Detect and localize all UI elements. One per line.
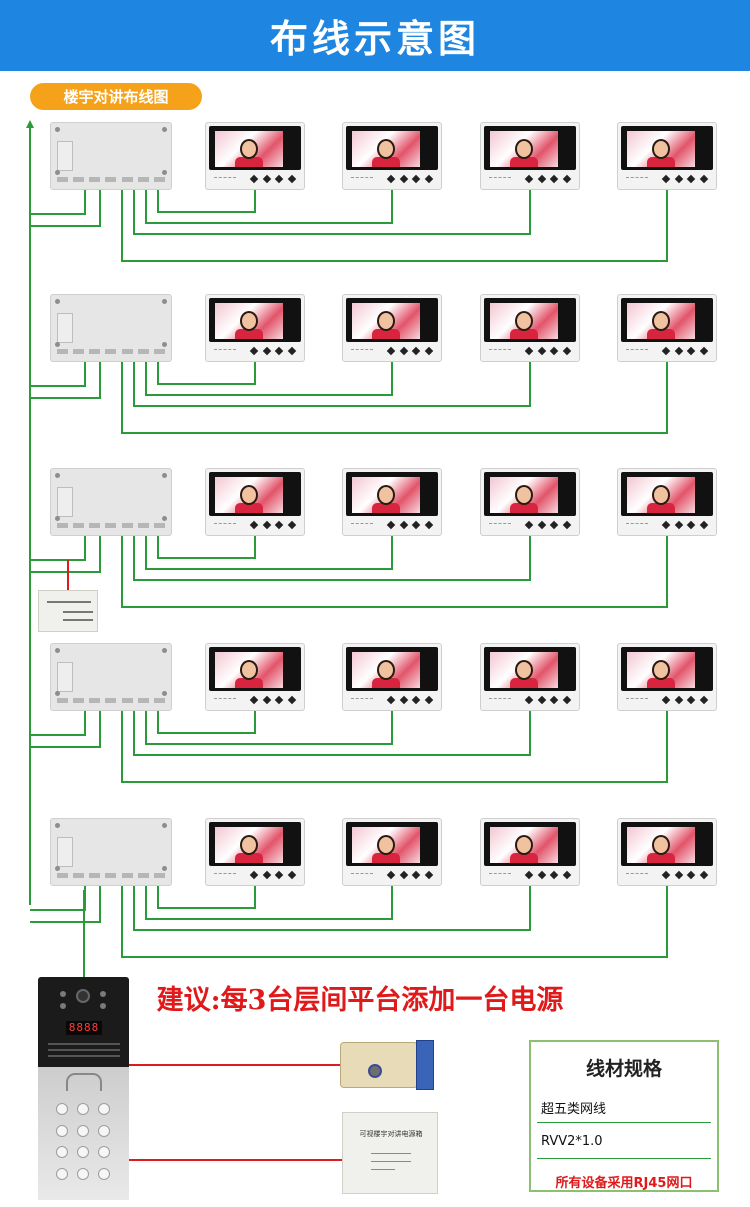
main-power-supply: 可视楼宇对讲电源箱 — [342, 1112, 438, 1194]
keypad — [56, 1103, 112, 1183]
indoor-monitor — [480, 294, 580, 362]
monitor-cable — [133, 190, 531, 235]
indoor-monitor — [480, 643, 580, 711]
arrow-up-icon — [26, 120, 34, 128]
floor-power-supply — [38, 590, 98, 632]
keyhole-icon — [368, 1064, 382, 1078]
spec-divider — [537, 1122, 711, 1123]
indoor-monitor — [480, 818, 580, 886]
riser-cable — [30, 886, 86, 911]
monitor-cable — [121, 362, 668, 434]
electric-lock — [338, 1036, 438, 1094]
monitor-cable — [121, 190, 668, 262]
monitor-cable — [145, 711, 393, 745]
monitor-cable — [145, 362, 393, 396]
riser-cable — [30, 536, 86, 561]
riser-cable — [30, 190, 101, 227]
indoor-monitor — [205, 468, 305, 536]
monitor-cable — [133, 711, 531, 756]
monitor-cable — [157, 190, 256, 213]
spec-item: RVV2*1.0 — [541, 1134, 603, 1149]
distribution-box — [50, 468, 172, 536]
power-supply-label: 可视楼宇对讲电源箱 — [359, 1130, 423, 1138]
monitor-cable — [121, 711, 668, 783]
indoor-monitor — [342, 643, 442, 711]
page-header: 布线示意图 — [0, 0, 750, 71]
indoor-monitor — [342, 294, 442, 362]
rfid-icon — [66, 1073, 102, 1091]
led-indicator — [60, 991, 66, 997]
riser-cable — [30, 362, 101, 399]
door-station-display: 8888 — [66, 1021, 102, 1035]
riser-cable — [30, 362, 86, 387]
indoor-monitor — [205, 643, 305, 711]
spec-title: 线材规格 — [585, 1058, 662, 1080]
distribution-box — [50, 122, 172, 190]
monitor-cable — [121, 536, 668, 608]
indoor-monitor — [205, 122, 305, 190]
spec-item: 超五类网线 — [541, 1102, 607, 1117]
camera-icon — [76, 989, 90, 1003]
monitor-cable — [145, 536, 393, 570]
indoor-monitor — [617, 468, 717, 536]
monitor-cable — [145, 190, 393, 224]
monitor-cable — [157, 711, 256, 734]
indoor-monitor — [617, 643, 717, 711]
keypad-panel — [38, 1067, 129, 1200]
instruction-panel — [48, 1043, 120, 1061]
indoor-monitor — [617, 294, 717, 362]
monitor-cable — [145, 886, 393, 920]
indoor-monitor — [342, 818, 442, 886]
monitor-cable — [157, 362, 256, 385]
spec-footer: 所有设备采用RJ45网口 — [555, 1176, 693, 1191]
riser-cable — [30, 536, 101, 573]
led-indicator — [60, 1003, 66, 1009]
indoor-monitor — [480, 122, 580, 190]
led-indicator — [100, 991, 106, 997]
monitor-cable — [133, 362, 531, 407]
monitor-cable — [157, 536, 256, 559]
indoor-monitor — [480, 468, 580, 536]
cable-spec-box: 线材规格 超五类网线 RVV2*1.0 所有设备采用RJ45网口 — [529, 1040, 719, 1192]
indoor-monitor — [205, 294, 305, 362]
distribution-box — [50, 294, 172, 362]
indoor-monitor — [342, 122, 442, 190]
page-title: 布线示意图 — [269, 17, 480, 61]
riser-cable — [30, 711, 101, 748]
door-station: 8888 — [38, 977, 129, 1200]
riser-cable — [30, 190, 86, 215]
monitor-cable — [133, 536, 531, 581]
monitor-cable — [133, 886, 531, 931]
indoor-monitor — [617, 122, 717, 190]
riser-cable — [30, 711, 86, 736]
riser-cable — [30, 886, 101, 923]
indoor-monitor — [617, 818, 717, 886]
monitor-cable — [157, 886, 256, 909]
distribution-box — [50, 818, 172, 886]
power-advice-text: 建议:每3台层间平台添加一台电源 — [156, 985, 564, 1016]
indoor-monitor — [205, 818, 305, 886]
indoor-monitor — [342, 468, 442, 536]
spec-divider — [537, 1158, 711, 1159]
monitor-cable — [121, 886, 668, 958]
distribution-box — [50, 643, 172, 711]
led-indicator — [100, 1003, 106, 1009]
diagram-subtitle-badge: 楼宇对讲布线图 — [30, 83, 202, 110]
